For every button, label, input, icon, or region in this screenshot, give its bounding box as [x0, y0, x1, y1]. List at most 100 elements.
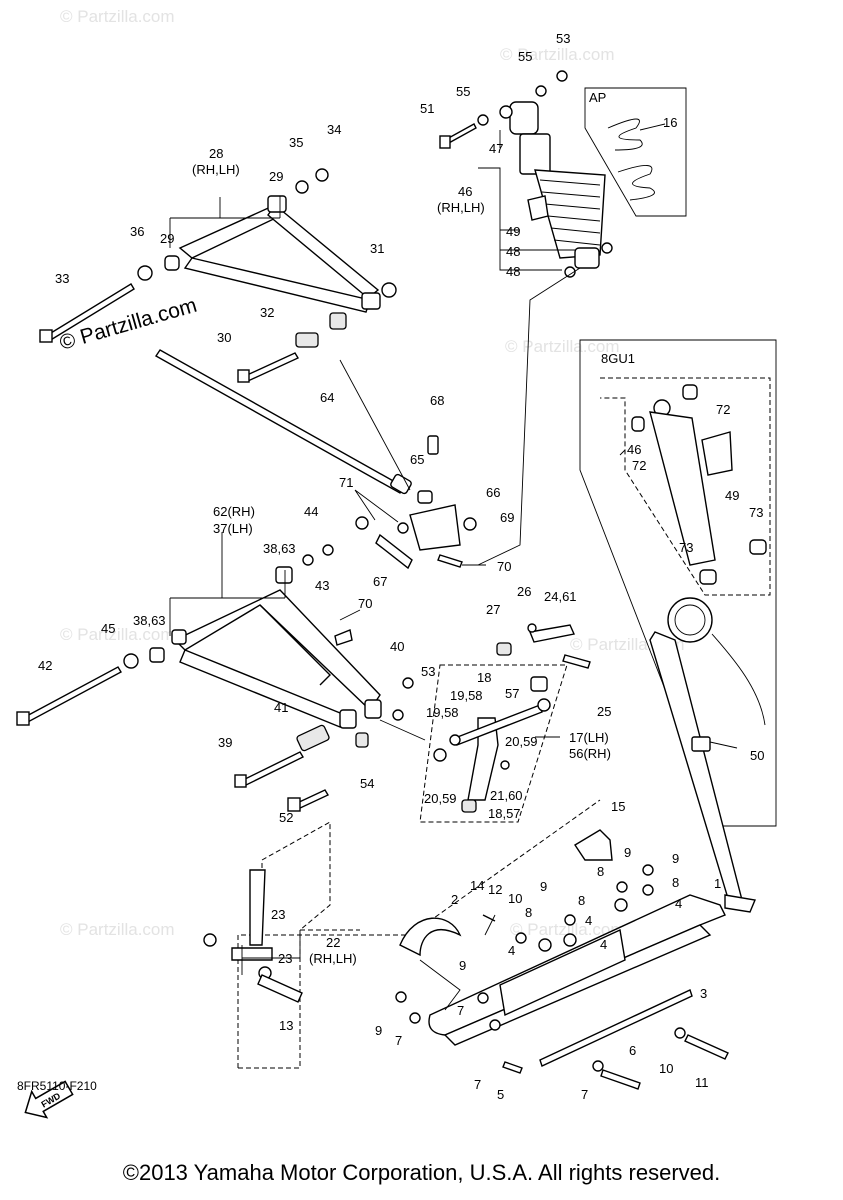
callout-16: 16 — [663, 115, 677, 130]
callout-69: 69 — [500, 510, 514, 525]
leader-lines — [339, 123, 738, 749]
callout-4: 4 — [600, 937, 607, 952]
watermark: © Partzilla.com — [60, 7, 175, 26]
catalog-code: 8FR5110-F210 — [17, 1079, 97, 1093]
callout-22-rhlh: (RH,LH) — [309, 951, 357, 966]
rear-shock — [439, 70, 613, 278]
watermark-main: © Partzilla.com — [57, 294, 199, 355]
watermark: © Partzilla.com — [505, 337, 620, 356]
callout-40: 40 — [390, 639, 404, 654]
callout-6: 6 — [629, 1043, 636, 1058]
callout-42: 42 — [38, 658, 52, 673]
callout-38-63: 38,63 — [263, 541, 296, 556]
upper-a-arm — [39, 168, 397, 383]
callout-57: 57 — [505, 686, 519, 701]
callout-73: 73 — [679, 540, 693, 555]
ap-inset — [584, 87, 687, 217]
callout-8: 8 — [597, 864, 604, 879]
callout-38-63: 38,63 — [133, 613, 166, 628]
callout-12: 12 — [488, 882, 502, 897]
callout-10: 10 — [508, 891, 522, 906]
callout-9: 9 — [672, 851, 679, 866]
callout-4: 4 — [508, 943, 515, 958]
callout-64: 64 — [320, 390, 334, 405]
callout-4: 4 — [675, 896, 682, 911]
callout-30: 30 — [217, 330, 231, 345]
callout-9: 9 — [624, 845, 631, 860]
callout-43: 43 — [315, 578, 329, 593]
spindle-inset — [419, 623, 591, 823]
callout-68: 68 — [430, 393, 444, 408]
callout-9: 9 — [375, 1023, 382, 1038]
callout-70: 70 — [497, 559, 511, 574]
callout-45: 45 — [101, 621, 115, 636]
callout-55: 55 — [456, 84, 470, 99]
callout-56: 56(RH) — [569, 746, 611, 761]
callout-55: 55 — [518, 49, 532, 64]
callout-50: 50 — [750, 748, 764, 763]
callout-51: 51 — [420, 101, 434, 116]
callout-17: 17(LH) — [569, 730, 609, 745]
callout-41: 41 — [274, 700, 288, 715]
callout-29: 29 — [160, 231, 174, 246]
callout-70: 70 — [358, 596, 372, 611]
callout-35: 35 — [289, 135, 303, 150]
callout-66: 66 — [486, 485, 500, 500]
callout-72: 72 — [716, 402, 730, 417]
watermark: © Partzilla.com — [60, 920, 175, 939]
callout-29: 29 — [269, 169, 283, 184]
callout-36: 36 — [130, 224, 144, 239]
callout-15: 15 — [611, 799, 625, 814]
callout-62: 62(RH) — [213, 504, 255, 519]
callout-21-60: 21,60 — [490, 788, 523, 803]
callout-49: 49 — [506, 224, 520, 239]
callout-48: 48 — [506, 244, 520, 259]
callout-5: 5 — [497, 1087, 504, 1102]
callout-19-58: 19,58 — [450, 688, 483, 703]
callout-26: 26 — [517, 584, 531, 599]
callout-71: 71 — [339, 475, 353, 490]
watermark: © Partzilla.com — [500, 45, 615, 64]
bracket-assembly — [355, 435, 477, 570]
callout-46: 46 — [627, 442, 641, 457]
callout-46-rhlh: (RH,LH) — [437, 200, 485, 215]
callout-23: 23 — [278, 951, 292, 966]
callout-34: 34 — [327, 122, 341, 137]
gu1-inset-label: 8GU1 — [601, 351, 635, 366]
callout-14: 14 — [470, 878, 484, 893]
callout-53: 53 — [556, 31, 570, 46]
callout-49: 49 — [725, 488, 739, 503]
callout-23: 23 — [271, 907, 285, 922]
callout-31: 31 — [370, 241, 384, 256]
callout-47: 47 — [489, 141, 503, 156]
callout-10: 10 — [659, 1061, 673, 1076]
callout-28-rhlh: (RH,LH) — [192, 162, 240, 177]
callout-9: 9 — [459, 958, 466, 973]
callout-52: 52 — [279, 810, 293, 825]
callout-7: 7 — [395, 1033, 402, 1048]
callout-2: 2 — [451, 892, 458, 907]
callout-28: 28 — [209, 146, 223, 161]
long-shaft — [154, 349, 412, 495]
callout-22: 22 — [326, 935, 340, 950]
callout-1: 1 — [714, 876, 721, 891]
callout-33: 33 — [55, 271, 69, 286]
ap-inset-label: AP — [589, 90, 606, 105]
callout-67: 67 — [373, 574, 387, 589]
callout-4: 4 — [585, 913, 592, 928]
callout-7: 7 — [474, 1077, 481, 1092]
callout-37: 37(LH) — [213, 521, 253, 536]
callout-8: 8 — [672, 875, 679, 890]
callout-73: 73 — [749, 505, 763, 520]
copyright-notice: ©2013 Yamaha Motor Corporation, U.S.A. A… — [122, 1160, 721, 1185]
callout-24-61: 24,61 — [544, 589, 577, 604]
watermark: © Partzilla.com — [60, 625, 175, 644]
lower-a-arm — [16, 532, 414, 812]
callout-20-59: 20,59 — [424, 791, 457, 806]
callout-7: 7 — [457, 1003, 464, 1018]
callout-39: 39 — [218, 735, 232, 750]
callout-8: 8 — [578, 893, 585, 908]
callout-18: 18 — [477, 670, 491, 685]
